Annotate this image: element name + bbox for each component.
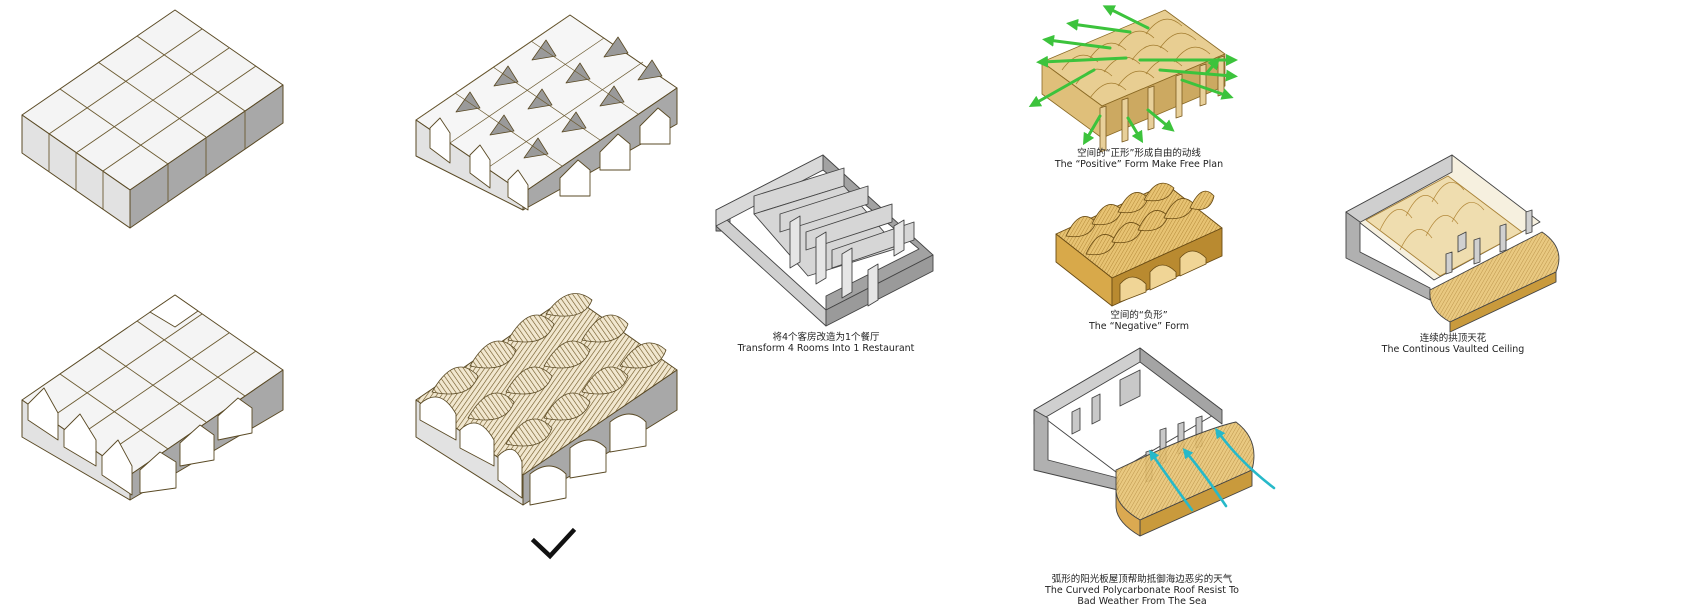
caption-roof-en-line2: Bad Weather From The Sea: [1077, 596, 1206, 607]
caption-ceiling-en: The Continous Vaulted Ceiling: [1381, 344, 1525, 355]
block-gable-roof: [21, 294, 284, 501]
positive-form-model: [1041, 9, 1226, 153]
caption-ceiling-zh: 连续的拱顶天花: [1420, 332, 1487, 344]
block-vaulted-roof: [415, 293, 678, 506]
wind-arrows: [1149, 427, 1276, 512]
vaulted-ceiling-model: [1345, 154, 1560, 333]
caption-negative-en: The “Negative” Form: [1088, 321, 1189, 332]
caption-restaurant-en: Transform 4 Rooms Into 1 Restaurant: [737, 343, 915, 354]
caption-roof-zh: 弧形的阳光板屋顶帮助抵御海边恶劣的天气: [1052, 573, 1233, 585]
checkmark-icon: [530, 527, 577, 560]
restaurant-walls: [715, 154, 934, 327]
caption-positive-zh: 空间的“正形”形成自由的动线: [1077, 147, 1201, 159]
caption-roof-en-line1: The Curved Polycarbonate Roof Resist To: [1044, 585, 1239, 596]
circulation-arrows: [1028, 5, 1238, 146]
block-flat-roof: [21, 9, 284, 229]
curved-roof-model: [1033, 347, 1255, 537]
caption-negative-zh: 空间的“负形”: [1110, 309, 1167, 321]
caption-positive-en: The “Positive” Form Make Free Plan: [1054, 159, 1223, 170]
block-pyramid-roof: [415, 14, 678, 211]
caption-restaurant-zh: 将4个客房改造为1个餐厅: [772, 331, 880, 343]
negative-form-model: [1055, 182, 1223, 307]
